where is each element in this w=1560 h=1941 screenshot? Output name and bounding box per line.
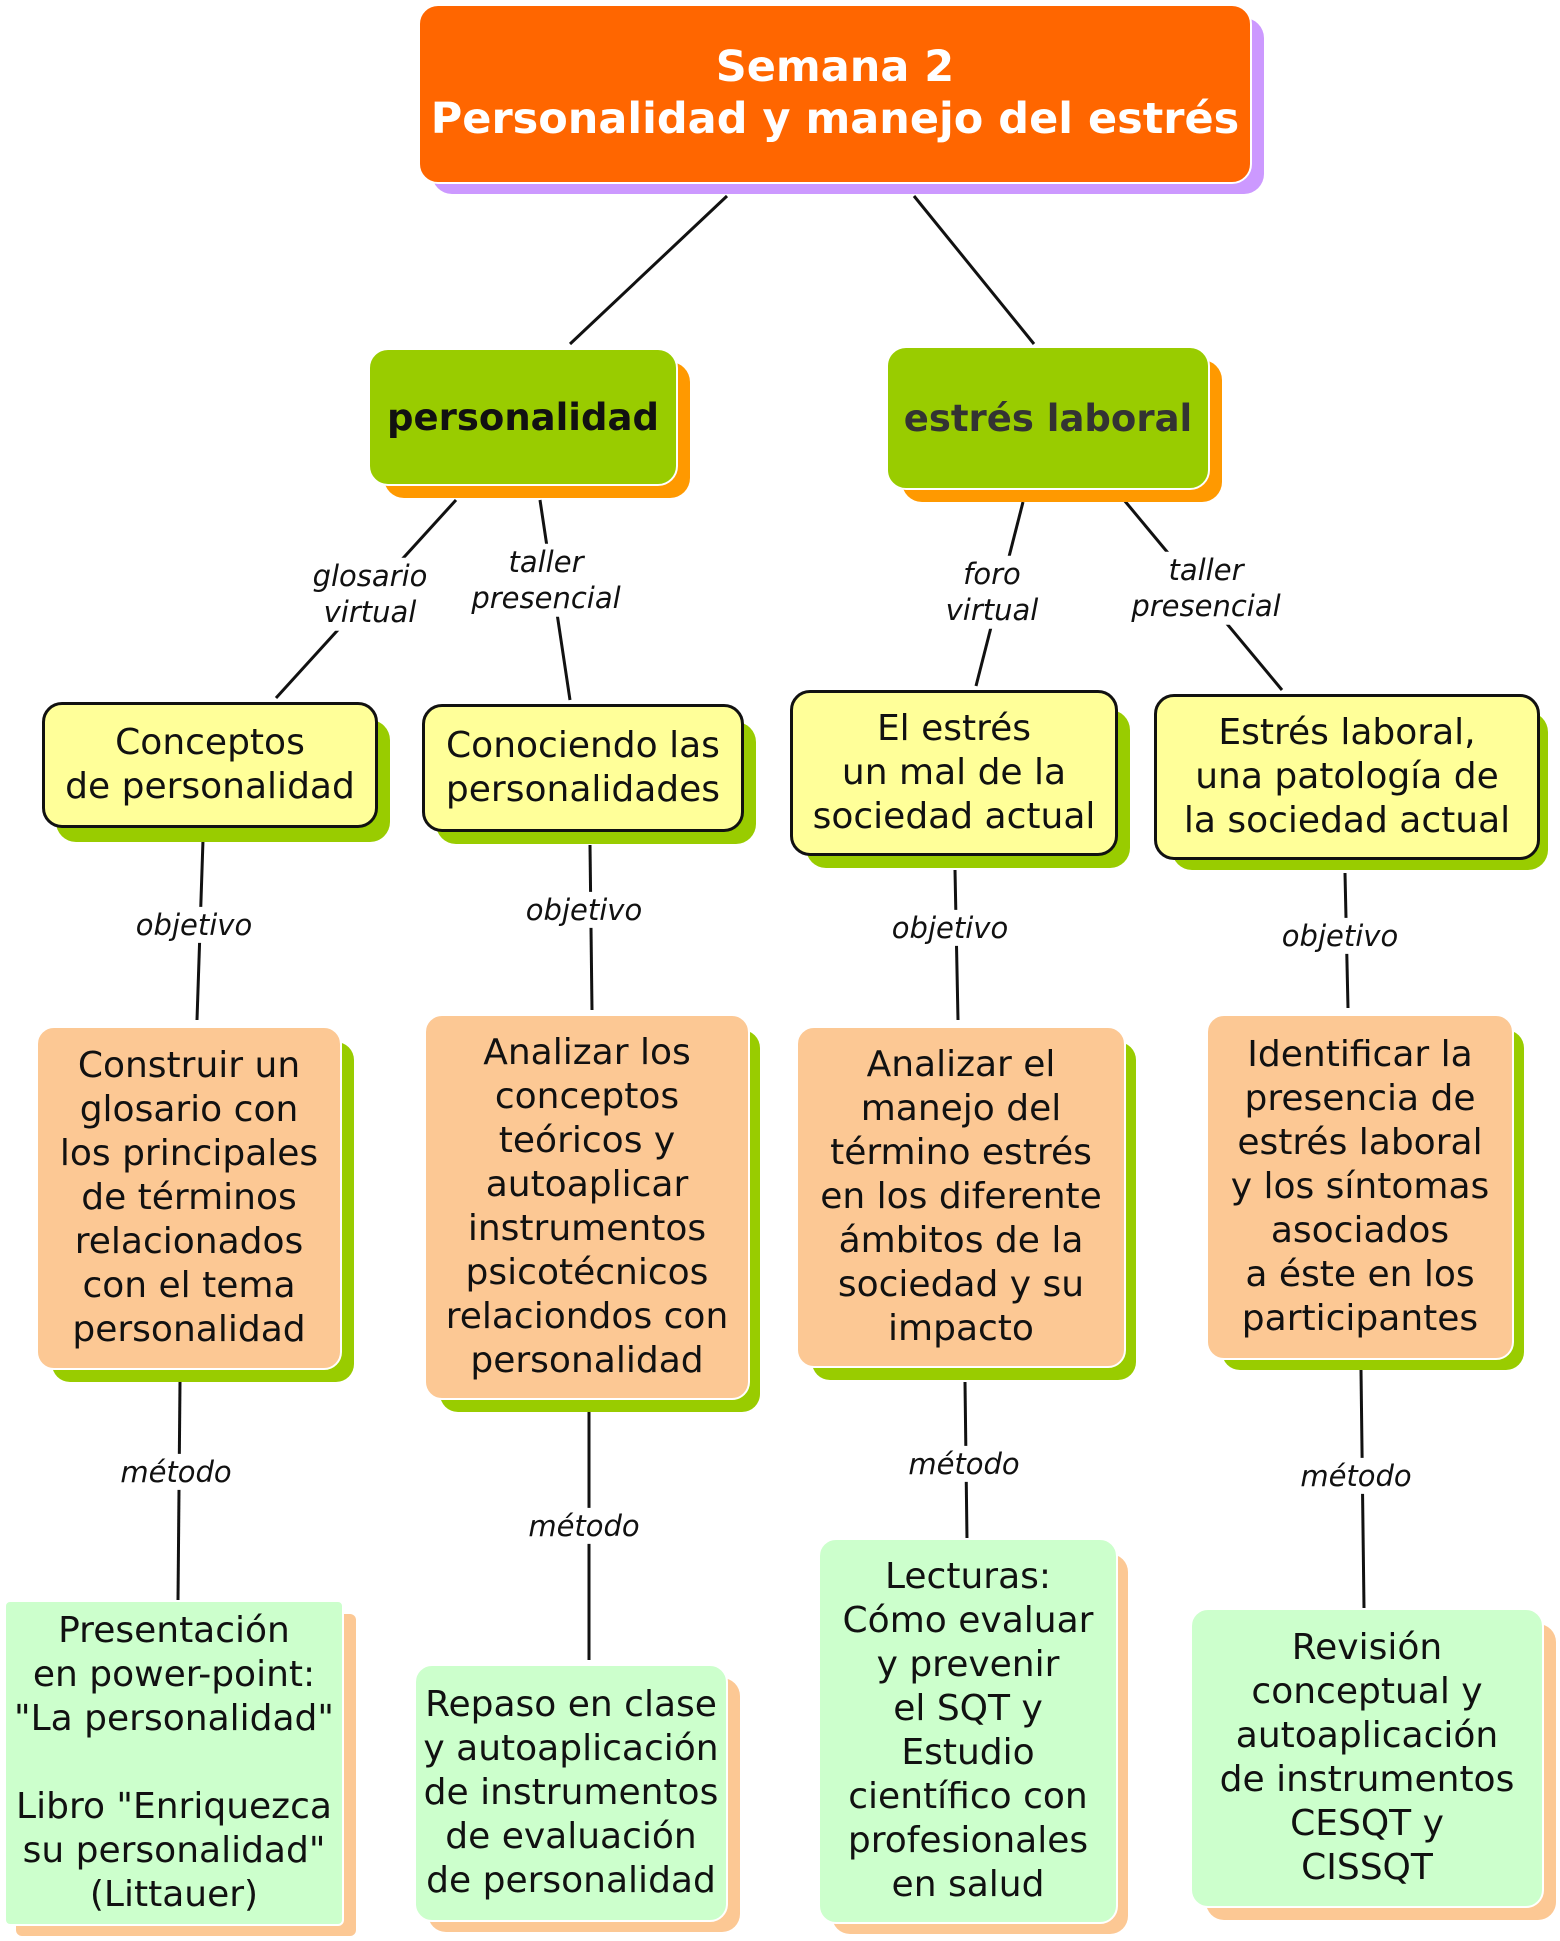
method-lecturas: Lecturas: Cómo evaluar y prevenir el SQT…	[818, 1538, 1118, 1924]
objective-3-text: Analizar el manejo del término estrés en…	[820, 1044, 1102, 1349]
objective-identificar-estres: Identificar la presencia de estrés labor…	[1206, 1014, 1514, 1360]
link-label-metodo-4: método	[1298, 1457, 1414, 1495]
topic-3-text: El estrés un mal de la sociedad actual	[812, 708, 1096, 837]
objective-4-text: Identificar la presencia de estrés labor…	[1230, 1034, 1490, 1339]
link-label-metodo-2: método	[526, 1507, 642, 1545]
category-personalidad-label: personalidad	[387, 395, 659, 439]
link-label-objetivo-3: objetivo	[889, 909, 1011, 947]
objective-glosario: Construir un glosario con los principale…	[36, 1026, 342, 1370]
root-title-line2: Personalidad y manejo del estrés	[430, 94, 1240, 144]
root-title-line1: Semana 2	[715, 42, 955, 93]
link-label-objetivo-1: objetivo	[133, 906, 255, 944]
link-label-objetivo-2: objetivo	[523, 891, 645, 929]
link-label-metodo-3: método	[906, 1445, 1022, 1483]
link-label-glosario-virtual: glosario virtual	[310, 557, 430, 631]
objective-2-text: Analizar los conceptos teóricos y autoap…	[445, 1032, 729, 1381]
topic-2-text: Conociendo las personalidades	[445, 725, 721, 810]
topic-estres-laboral-patologia: Estrés laboral, una patología de la soci…	[1154, 694, 1540, 860]
method-repaso-clase: Repaso en clase y autoaplicación de inst…	[414, 1664, 728, 1922]
topic-conceptos-personalidad: Conceptos de personalidad	[42, 702, 378, 828]
link-label-metodo-1: método	[118, 1453, 234, 1491]
method-revision: Revisión conceptual y autoaplicación de …	[1190, 1608, 1544, 1908]
method-2-text: Repaso en clase y autoaplicación de inst…	[423, 1684, 719, 1901]
method-1-text: Presentación en power-point: "La persona…	[14, 1610, 334, 1915]
topic-estres-mal-sociedad: El estrés un mal de la sociedad actual	[790, 690, 1118, 856]
link-label-taller-presencial-2: taller presencial	[1129, 551, 1283, 625]
topic-4-text: Estrés laboral, una patología de la soci…	[1183, 712, 1511, 841]
link-label-taller-presencial-1: taller presencial	[469, 543, 623, 617]
objective-analizar-conceptos: Analizar los conceptos teóricos y autoap…	[424, 1014, 750, 1400]
category-estres-label: estrés laboral	[903, 396, 1193, 440]
link-label-objetivo-4: objetivo	[1279, 917, 1401, 955]
method-presentacion: Presentación en power-point: "La persona…	[4, 1600, 344, 1926]
link-label-foro-virtual: foro virtual	[943, 555, 1041, 629]
objective-analizar-estres: Analizar el manejo del término estrés en…	[796, 1026, 1126, 1368]
category-personalidad: personalidad	[368, 348, 678, 486]
topic-1-text: Conceptos de personalidad	[65, 722, 355, 807]
objective-1-text: Construir un glosario con los principale…	[59, 1045, 319, 1350]
method-3-text: Lecturas: Cómo evaluar y prevenir el SQT…	[842, 1556, 1094, 1905]
topic-conociendo-personalidades: Conociendo las personalidades	[422, 704, 744, 832]
method-4-text: Revisión conceptual y autoaplicación de …	[1219, 1627, 1515, 1888]
category-estres-laboral: estrés laboral	[886, 346, 1210, 490]
root-node: Semana 2 Personalidad y manejo del estré…	[418, 4, 1252, 184]
